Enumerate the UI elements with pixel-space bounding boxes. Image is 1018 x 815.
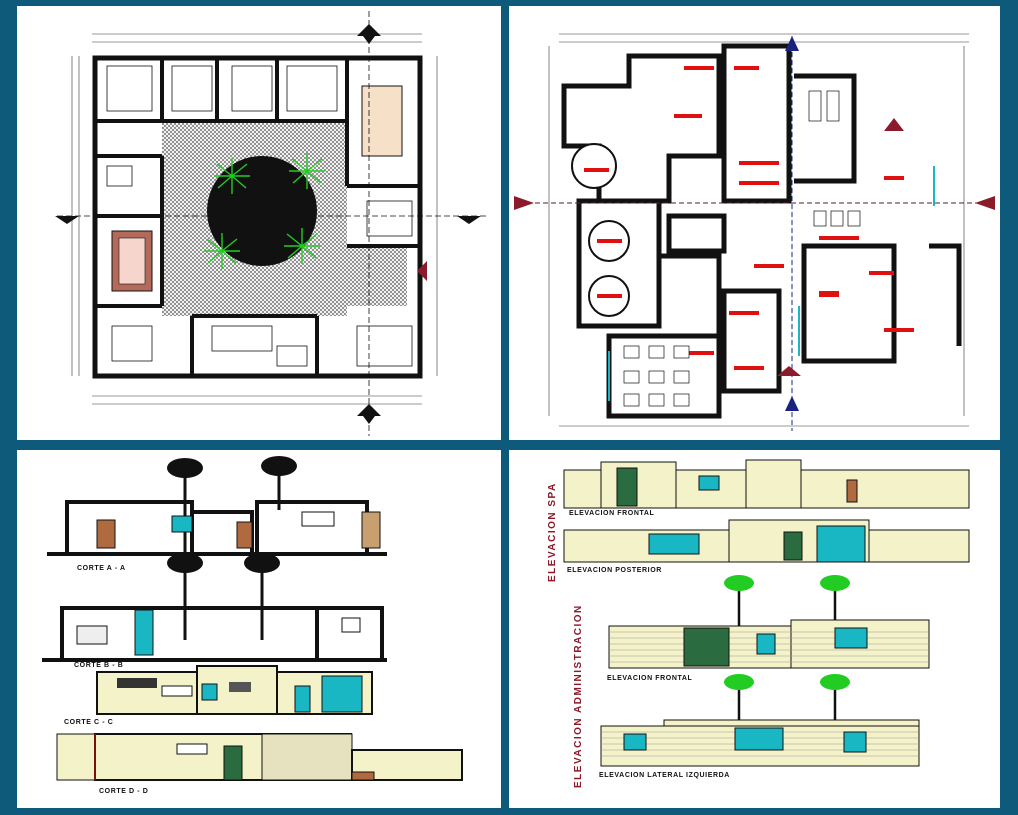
sections-drawing bbox=[42, 456, 463, 781]
floor-plan-admin-drawing bbox=[55, 11, 487, 436]
elevation-label-admin-left: ELEVACION LATERAL IZQUIERDA bbox=[599, 772, 730, 779]
elevation-label-spa-rear: ELEVACION POSTERIOR bbox=[567, 567, 662, 574]
elevations-drawing bbox=[563, 459, 970, 767]
floor-plan-spa-drawing bbox=[514, 33, 995, 431]
elevation-spa-title: ELEVACION SPA bbox=[547, 482, 558, 582]
floor-plan-spa bbox=[509, 6, 1000, 440]
elevations-panel: ELEVACION FRONTAL ELEVACION POSTERIOR EL… bbox=[509, 450, 1000, 808]
section-label-a: CORTE A - A bbox=[77, 565, 126, 572]
section-label-c: CORTE C - C bbox=[64, 719, 114, 726]
section-label-b: CORTE B - B bbox=[74, 662, 124, 669]
section-label-d: CORTE D - D bbox=[99, 788, 149, 795]
sections-panel: CORTE A - A CORTE B - B CORTE C - C CORT… bbox=[17, 450, 501, 808]
elevation-label-admin-front: ELEVACION FRONTAL bbox=[607, 675, 693, 682]
floor-plan-administration bbox=[17, 6, 501, 440]
elevation-label-spa-front: ELEVACION FRONTAL bbox=[569, 510, 655, 517]
elevation-admin-title: ELEVACION ADMINISTRACION bbox=[573, 604, 584, 788]
